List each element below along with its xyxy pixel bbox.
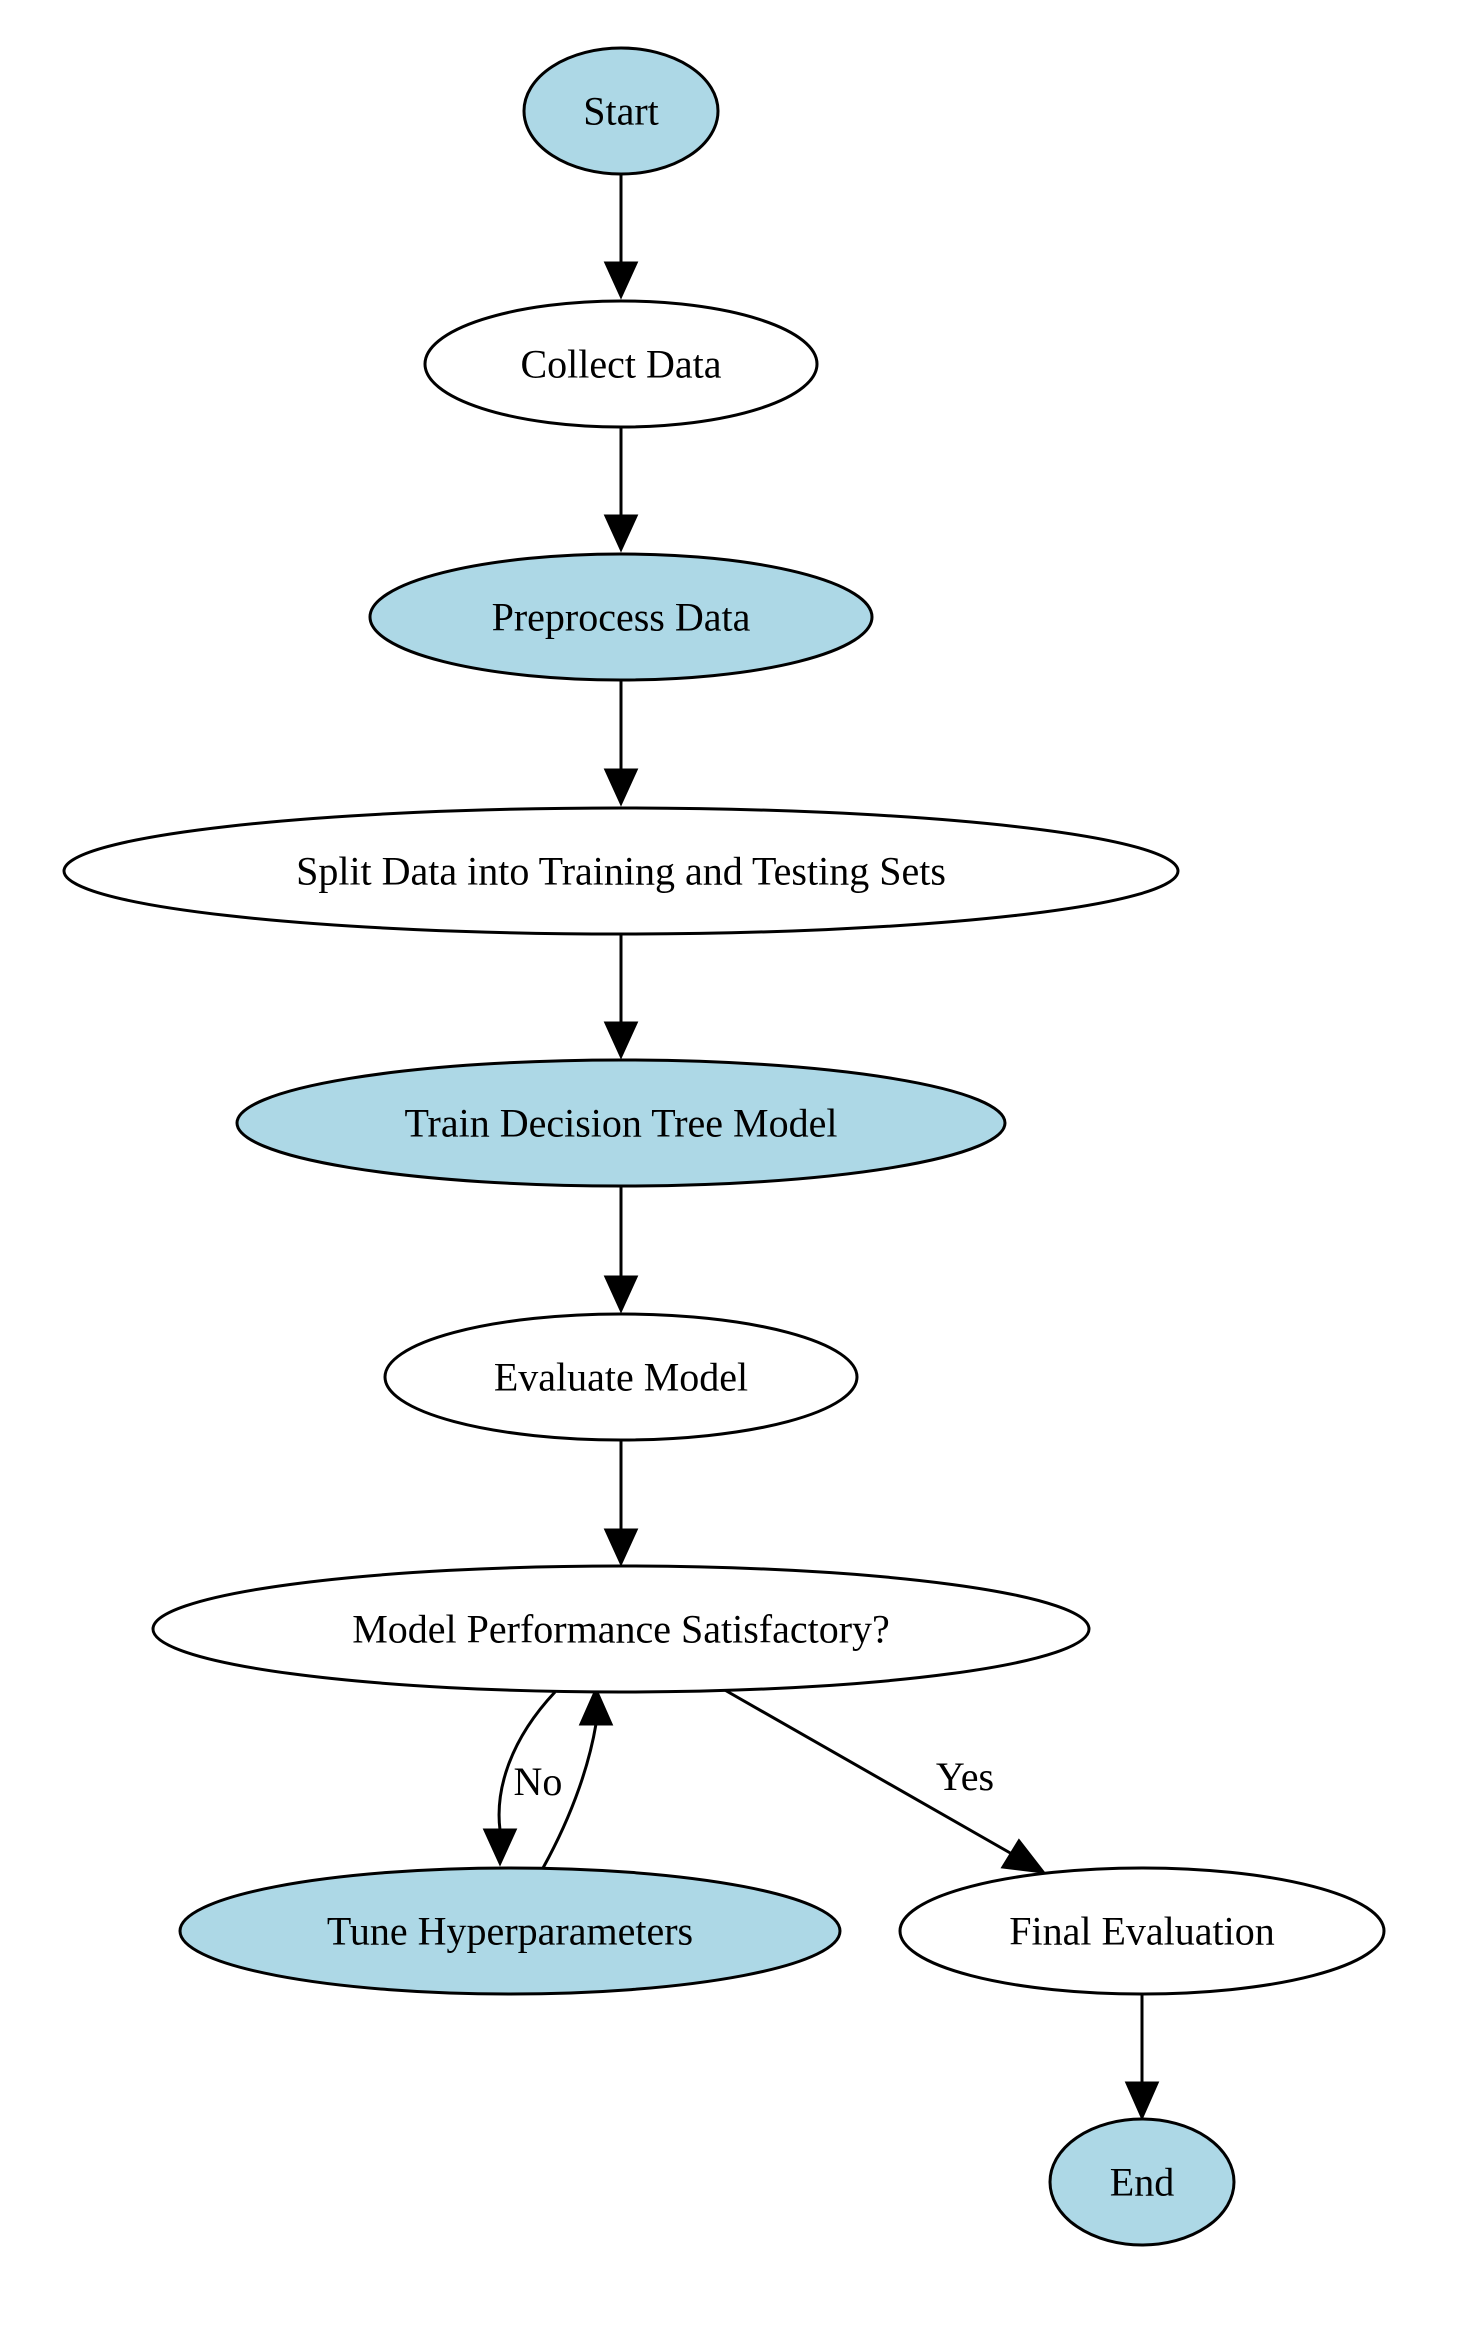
edge-decision-to-tune: No	[482, 1690, 563, 1867]
node-split-data[interactable]: Split Data into Training and Testing Set…	[62, 806, 1180, 936]
node-preprocess-data[interactable]: Preprocess Data	[368, 552, 874, 682]
node-end[interactable]: End	[1048, 2117, 1236, 2247]
node-final-evaluation-label: Final Evaluation	[1009, 1909, 1275, 1954]
edge-split-to-train	[603, 935, 639, 1060]
node-tune-hyperparameters-shape	[178, 1866, 842, 1996]
edge-train-to-evaluate	[603, 1186, 639, 1314]
node-evaluate-model[interactable]: Evaluate Model	[383, 1312, 859, 1442]
node-performance-decision-label: Model Performance Satisfactory?	[352, 1607, 890, 1652]
edge-tune-to-decision	[541, 1686, 614, 1869]
node-collect-data-label: Collect Data	[520, 342, 721, 387]
node-final-evaluation-shape	[898, 1866, 1386, 1996]
edge-label-yes: Yes	[936, 1754, 994, 1799]
node-tune-hyperparameters-label: Tune Hyperparameters	[327, 1909, 693, 1954]
node-collect-data-shape	[423, 299, 819, 429]
node-split-data-label: Split Data into Training and Testing Set…	[296, 849, 946, 894]
edges: No Yes	[482, 175, 1160, 2121]
node-train-model[interactable]: Train Decision Tree Model	[235, 1058, 1007, 1188]
node-preprocess-data-label: Preprocess Data	[492, 595, 751, 640]
node-split-data-shape	[62, 806, 1180, 936]
node-evaluate-model-label: Evaluate Model	[494, 1355, 748, 1400]
node-performance-decision-shape	[151, 1564, 1091, 1694]
edge-label-no: No	[514, 1759, 563, 1804]
edge-preprocess-to-split	[603, 680, 639, 807]
node-collect-data[interactable]: Collect Data	[423, 299, 819, 429]
edge-decision-to-final: Yes	[722, 1687, 1047, 1874]
node-preprocess-data-shape	[368, 552, 874, 682]
edge-start-to-collect	[603, 175, 639, 300]
edge-final-to-end	[1124, 1993, 1160, 2121]
node-start-shape	[522, 46, 720, 176]
edge-collect-to-preprocess	[603, 428, 639, 553]
node-train-model-label: Train Decision Tree Model	[405, 1101, 838, 1146]
node-end-shape	[1048, 2117, 1236, 2247]
node-train-model-shape	[235, 1058, 1007, 1188]
edge-evaluate-to-decision	[603, 1440, 639, 1567]
node-performance-decision[interactable]: Model Performance Satisfactory?	[151, 1564, 1091, 1694]
node-final-evaluation[interactable]: Final Evaluation	[898, 1866, 1386, 1996]
node-start-label: Start	[583, 89, 659, 134]
node-tune-hyperparameters[interactable]: Tune Hyperparameters	[178, 1866, 842, 1996]
node-evaluate-model-shape	[383, 1312, 859, 1442]
nodes: Start Collect Data Preprocess Data Split…	[62, 46, 1386, 2247]
node-end-label: End	[1110, 2160, 1174, 2205]
node-start[interactable]: Start	[522, 46, 720, 176]
